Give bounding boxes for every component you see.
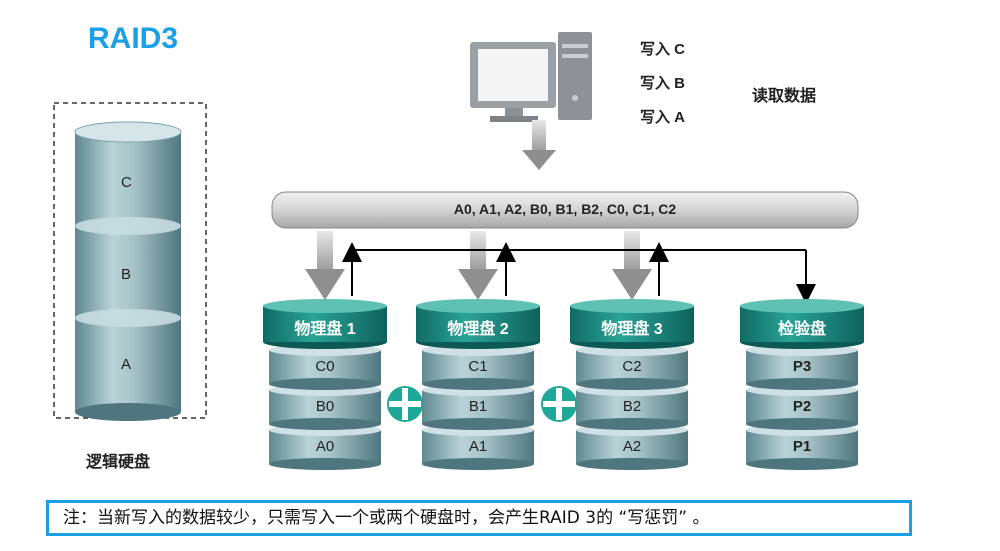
logical-segment-c: C <box>121 174 132 191</box>
xor-icon <box>541 386 577 422</box>
data-bus <box>271 191 859 229</box>
parity-connector <box>342 242 816 304</box>
note-box: 注：当新写入的数据较少，只需写入一个或两个硬盘时，会产生RAID 3的 “写惩罚… <box>46 500 912 536</box>
physical-disk-4 <box>740 299 864 470</box>
disk-block-label: B2 <box>622 398 642 415</box>
disk-block-label: C2 <box>622 358 642 375</box>
disk-name-label: 物理盘 1 <box>294 321 356 338</box>
logical-segment-a: A <box>121 356 132 373</box>
note-text: 注：当新写入的数据较少，只需写入一个或两个硬盘时，会产生RAID 3的 “写惩罚… <box>63 508 710 528</box>
segment-divider <box>75 309 181 327</box>
logical-segment-b: B <box>121 266 132 283</box>
disk-block-label: C0 <box>315 358 335 375</box>
disk-block-label: P3 <box>792 358 812 375</box>
disk-name-label: 物理盘 2 <box>447 321 509 338</box>
write-b-label: 写入 B <box>640 75 686 92</box>
disk-block-label: A0 <box>315 438 335 455</box>
logical-disk <box>74 121 182 421</box>
disk-block-label: P2 <box>792 398 812 415</box>
disk-block-label: A1 <box>468 438 488 455</box>
disk-name-label: 物理盘 3 <box>601 321 663 338</box>
disk-block-label: C1 <box>468 358 488 375</box>
physical-disk-1 <box>263 299 387 470</box>
disk-block-label: B0 <box>315 398 335 415</box>
segment-divider <box>75 217 181 235</box>
read-data-label: 读取数据 <box>752 88 817 105</box>
disk-name-label: 检验盘 <box>777 321 826 338</box>
disk-block-label: A2 <box>622 438 642 455</box>
write-c-label: 写入 C <box>640 41 686 58</box>
physical-disk-3 <box>570 299 694 470</box>
physical-disk-2 <box>416 299 540 470</box>
write-a-label: 写入 A <box>640 109 686 126</box>
disk-block-label: P1 <box>792 438 812 455</box>
page-title: RAID3 <box>88 22 179 55</box>
xor-icon <box>387 386 423 422</box>
computer-icon <box>470 32 592 122</box>
bus-to-disk-arrows <box>305 231 652 300</box>
write-down-arrow <box>522 120 556 170</box>
bus-label: A0, A1, A2, B0, B1, B2, C0, C1, C2 <box>453 201 677 217</box>
disk-block-label: B1 <box>468 398 488 415</box>
logical-disk-label: 逻辑硬盘 <box>86 454 151 471</box>
